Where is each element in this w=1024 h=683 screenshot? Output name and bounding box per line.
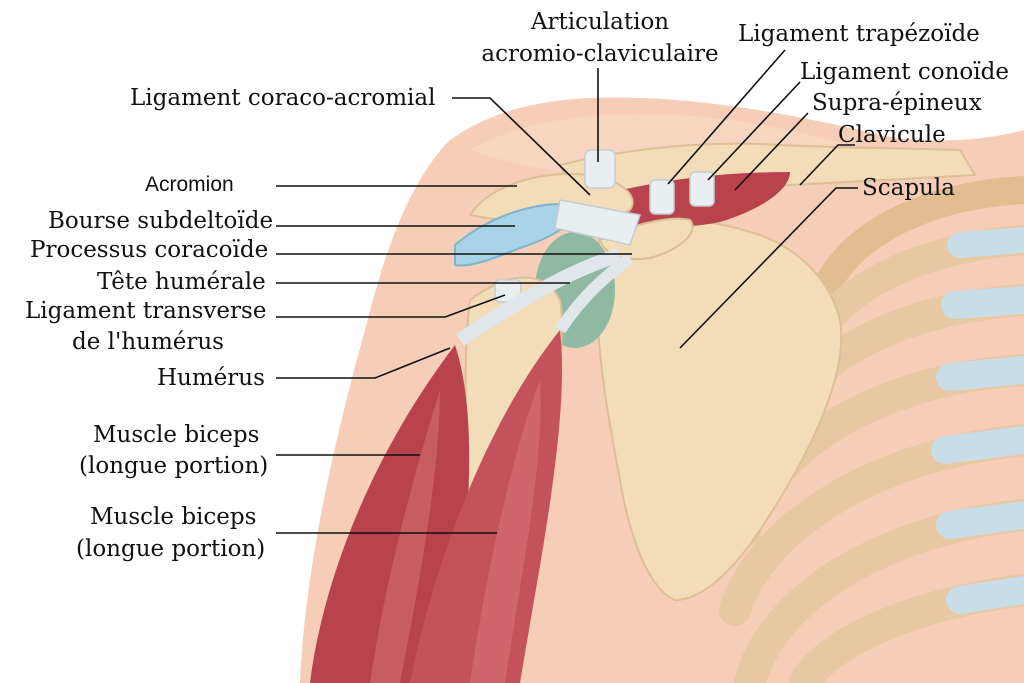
label-ligament-coraco-acromial: Ligament coraco-acromial — [130, 85, 436, 111]
label-supra-epineux: Supra-épineux — [812, 90, 982, 116]
ligaments — [494, 149, 715, 303]
label-biceps-2-line2: (longue portion) — [76, 536, 266, 562]
rib-cartilage — [931, 426, 1024, 464]
ac-joint-ligament — [584, 149, 616, 189]
label-biceps-1-line2: (longue portion) — [79, 453, 269, 479]
label-processus-coracoide: Processus coracoïde — [30, 237, 269, 263]
label-biceps-2-line1: Muscle biceps — [90, 504, 257, 530]
biceps-highlight — [370, 390, 440, 683]
leader-lines — [276, 49, 858, 534]
label-acromion: Acromion — [145, 173, 234, 196]
label-ligament-trapezoide: Ligament trapézoïde — [738, 21, 980, 47]
rib — [816, 176, 1024, 294]
label-ligament-conoide: Ligament conoïde — [800, 59, 1009, 85]
label-humerus: Humérus — [157, 365, 265, 391]
label-tete-humerale: Tête humérale — [97, 269, 266, 295]
rib-cartilage — [936, 356, 1024, 391]
biceps-highlight — [470, 380, 541, 683]
biceps-tendon — [456, 248, 623, 346]
label-scapula: Scapula — [862, 175, 955, 201]
trapezoid-ligament — [649, 179, 675, 215]
rib-cartilage — [946, 576, 1024, 614]
rib-cartilage — [947, 227, 1024, 258]
biceps-short-head — [410, 330, 562, 683]
label-articulation-line1: Articulation — [530, 9, 670, 35]
label-clavicule: Clavicule — [838, 122, 946, 148]
label-biceps-1-line1: Muscle biceps — [93, 422, 260, 448]
label-ligament-transverse-line2: de l'humérus — [72, 329, 224, 355]
coraco-acromial-ligament — [554, 199, 641, 246]
biceps-tendon — [555, 253, 634, 334]
label-articulation-line2: acromio-claviculaire — [481, 41, 719, 67]
coracoid-process — [598, 217, 694, 260]
label-bourse-subdeltoide: Bourse subdeltoïde — [48, 208, 274, 234]
conoid-ligament — [689, 171, 715, 207]
scapula-bone — [595, 218, 843, 602]
rib-cartilage — [941, 286, 1024, 319]
label-ligament-transverse-line1: Ligament transverse — [25, 298, 267, 324]
rib-cartilage — [936, 501, 1024, 539]
